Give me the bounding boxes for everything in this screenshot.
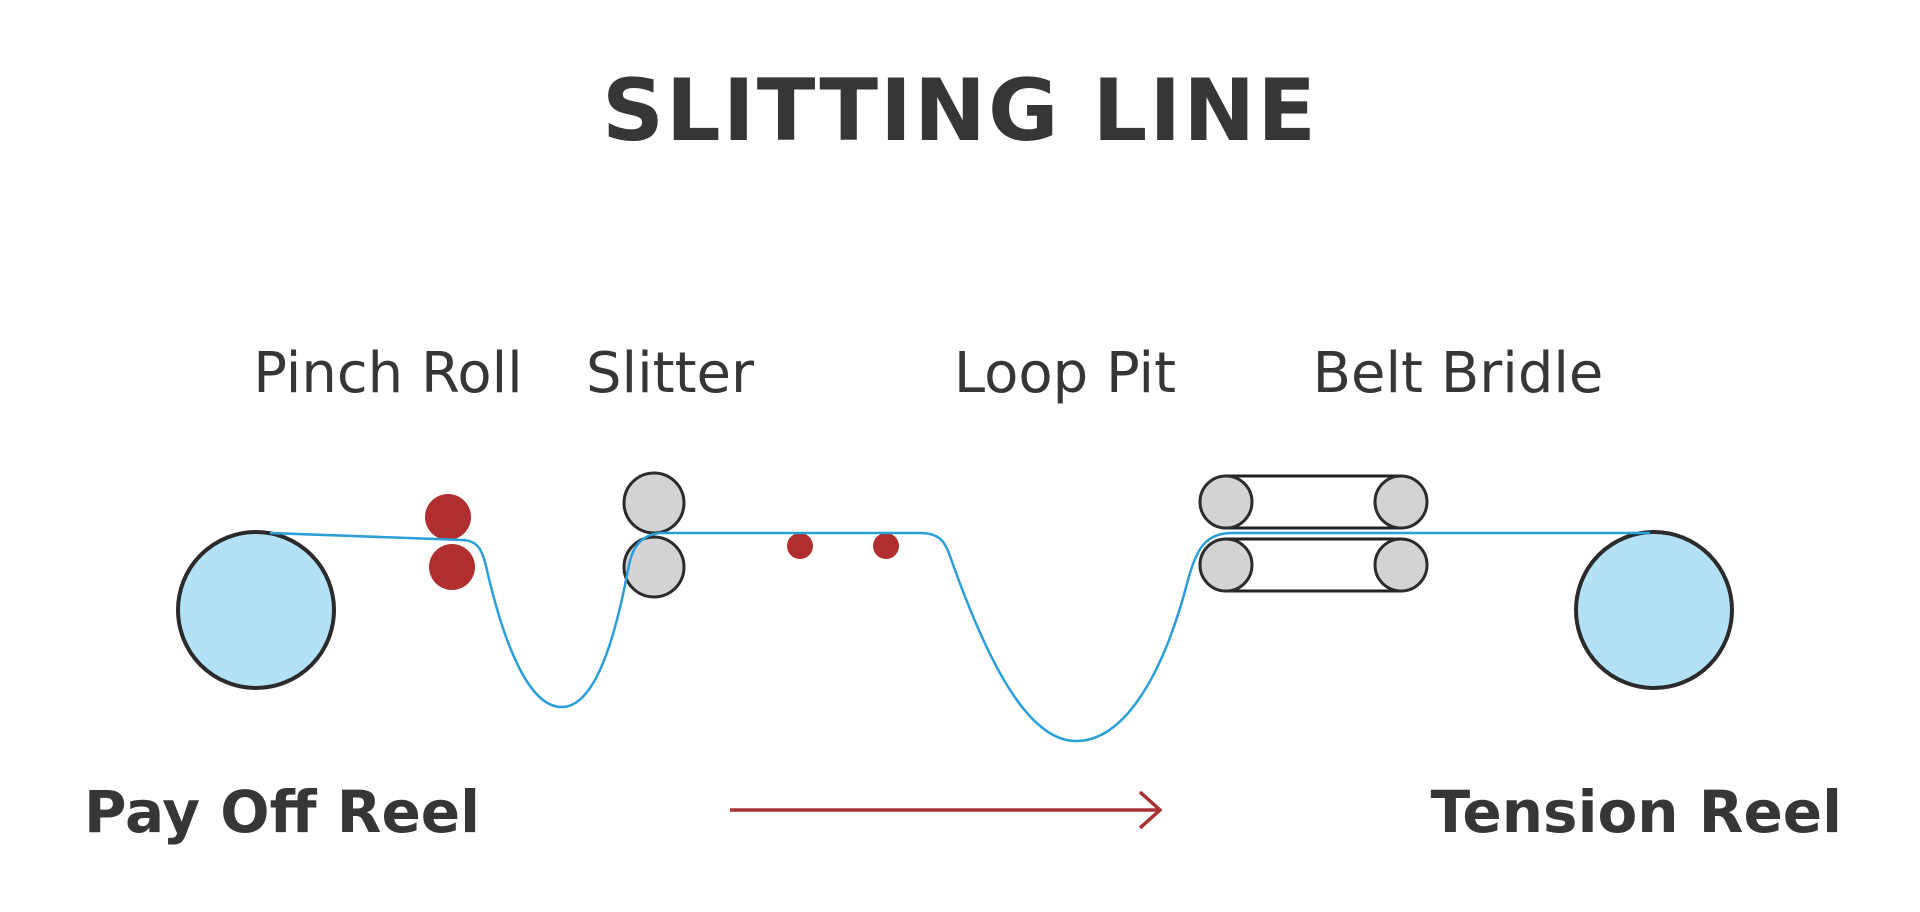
- diagram-title: SLITTING LINE: [602, 61, 1318, 161]
- label-tension-reel: Tension Reel: [1431, 778, 1842, 846]
- slitter: [622, 471, 686, 599]
- slitter-roll-bottom: [622, 535, 686, 599]
- belt-bridle-lower-belt: [1224, 537, 1403, 593]
- pinch-roll: [425, 494, 475, 590]
- label-belt-bridle: Belt Bridle: [1313, 341, 1604, 406]
- belt-bridle-roll-top-left: [1198, 474, 1254, 530]
- label-loop-pit: Loop Pit: [954, 341, 1176, 406]
- direction-arrow: [730, 790, 1163, 830]
- slitter-roll-top: [622, 471, 686, 535]
- guide-roller-right: [873, 533, 899, 559]
- belt-bridle: [1198, 474, 1429, 593]
- belt-bridle-roll-bottom-right: [1373, 537, 1429, 593]
- pinch-roll-bottom: [429, 544, 475, 590]
- belt-bridle-roll-top-right: [1373, 474, 1429, 530]
- tension-reel: [1574, 530, 1734, 690]
- label-pay-off-reel: Pay Off Reel: [84, 778, 480, 846]
- label-pinch-roll: Pinch Roll: [253, 341, 522, 406]
- pinch-roll-top: [425, 494, 471, 540]
- strip-path: [269, 531, 1650, 743]
- pay-off-reel: [176, 530, 336, 690]
- label-slitter: Slitter: [586, 341, 755, 406]
- guide-roller-left: [787, 533, 813, 559]
- belt-bridle-roll-bottom-left: [1198, 537, 1254, 593]
